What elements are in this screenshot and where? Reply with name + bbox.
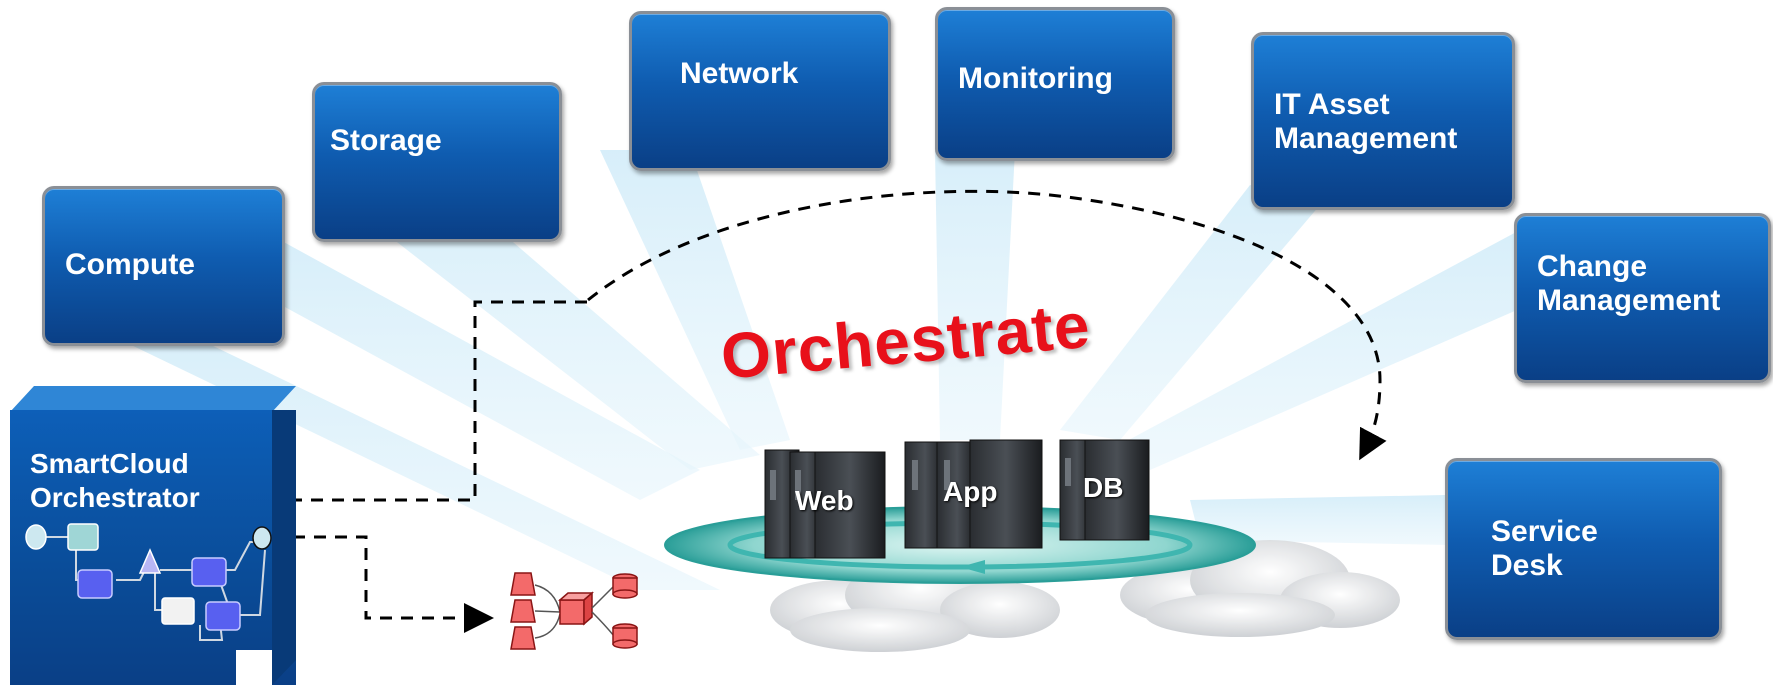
workflow-connector — [272, 535, 494, 633]
monitoring-label: Monitoring — [958, 62, 1113, 95]
orchestrator-connector — [248, 300, 590, 502]
network-label: Network — [680, 57, 799, 90]
storage-box[interactable]: Storage — [312, 82, 562, 242]
cloud-left — [770, 560, 1060, 652]
network-box[interactable]: Network — [629, 11, 891, 171]
service-desk-box[interactable]: Service Desk — [1445, 458, 1722, 640]
server-app-label: App — [943, 476, 998, 507]
compute-box[interactable]: Compute — [42, 186, 285, 346]
storage-label: Storage — [330, 124, 442, 157]
server-web-label: Web — [795, 485, 854, 516]
orchestrator-box — [10, 410, 296, 685]
change-management-label: Change Management — [1537, 250, 1721, 317]
server-db — [1059, 439, 1150, 541]
service-desk-label: Service Desk — [1491, 515, 1598, 582]
it-asset-management-box[interactable]: IT Asset Management — [1251, 32, 1515, 210]
server-db-label: DB — [1083, 472, 1124, 503]
orchestration-arc — [587, 189, 1387, 461]
orchestrator-box-top — [10, 386, 296, 412]
change-management-box[interactable]: Change Management — [1514, 213, 1771, 383]
compute-label: Compute — [65, 248, 195, 281]
workflow-icon — [510, 572, 638, 650]
monitoring-box[interactable]: Monitoring — [935, 7, 1175, 161]
orchestrator-label: SmartCloud Orchestrator — [30, 448, 200, 513]
server-app — [904, 439, 1043, 549]
server-web — [764, 449, 886, 559]
it-asset-management-label: IT Asset Management — [1274, 88, 1458, 155]
